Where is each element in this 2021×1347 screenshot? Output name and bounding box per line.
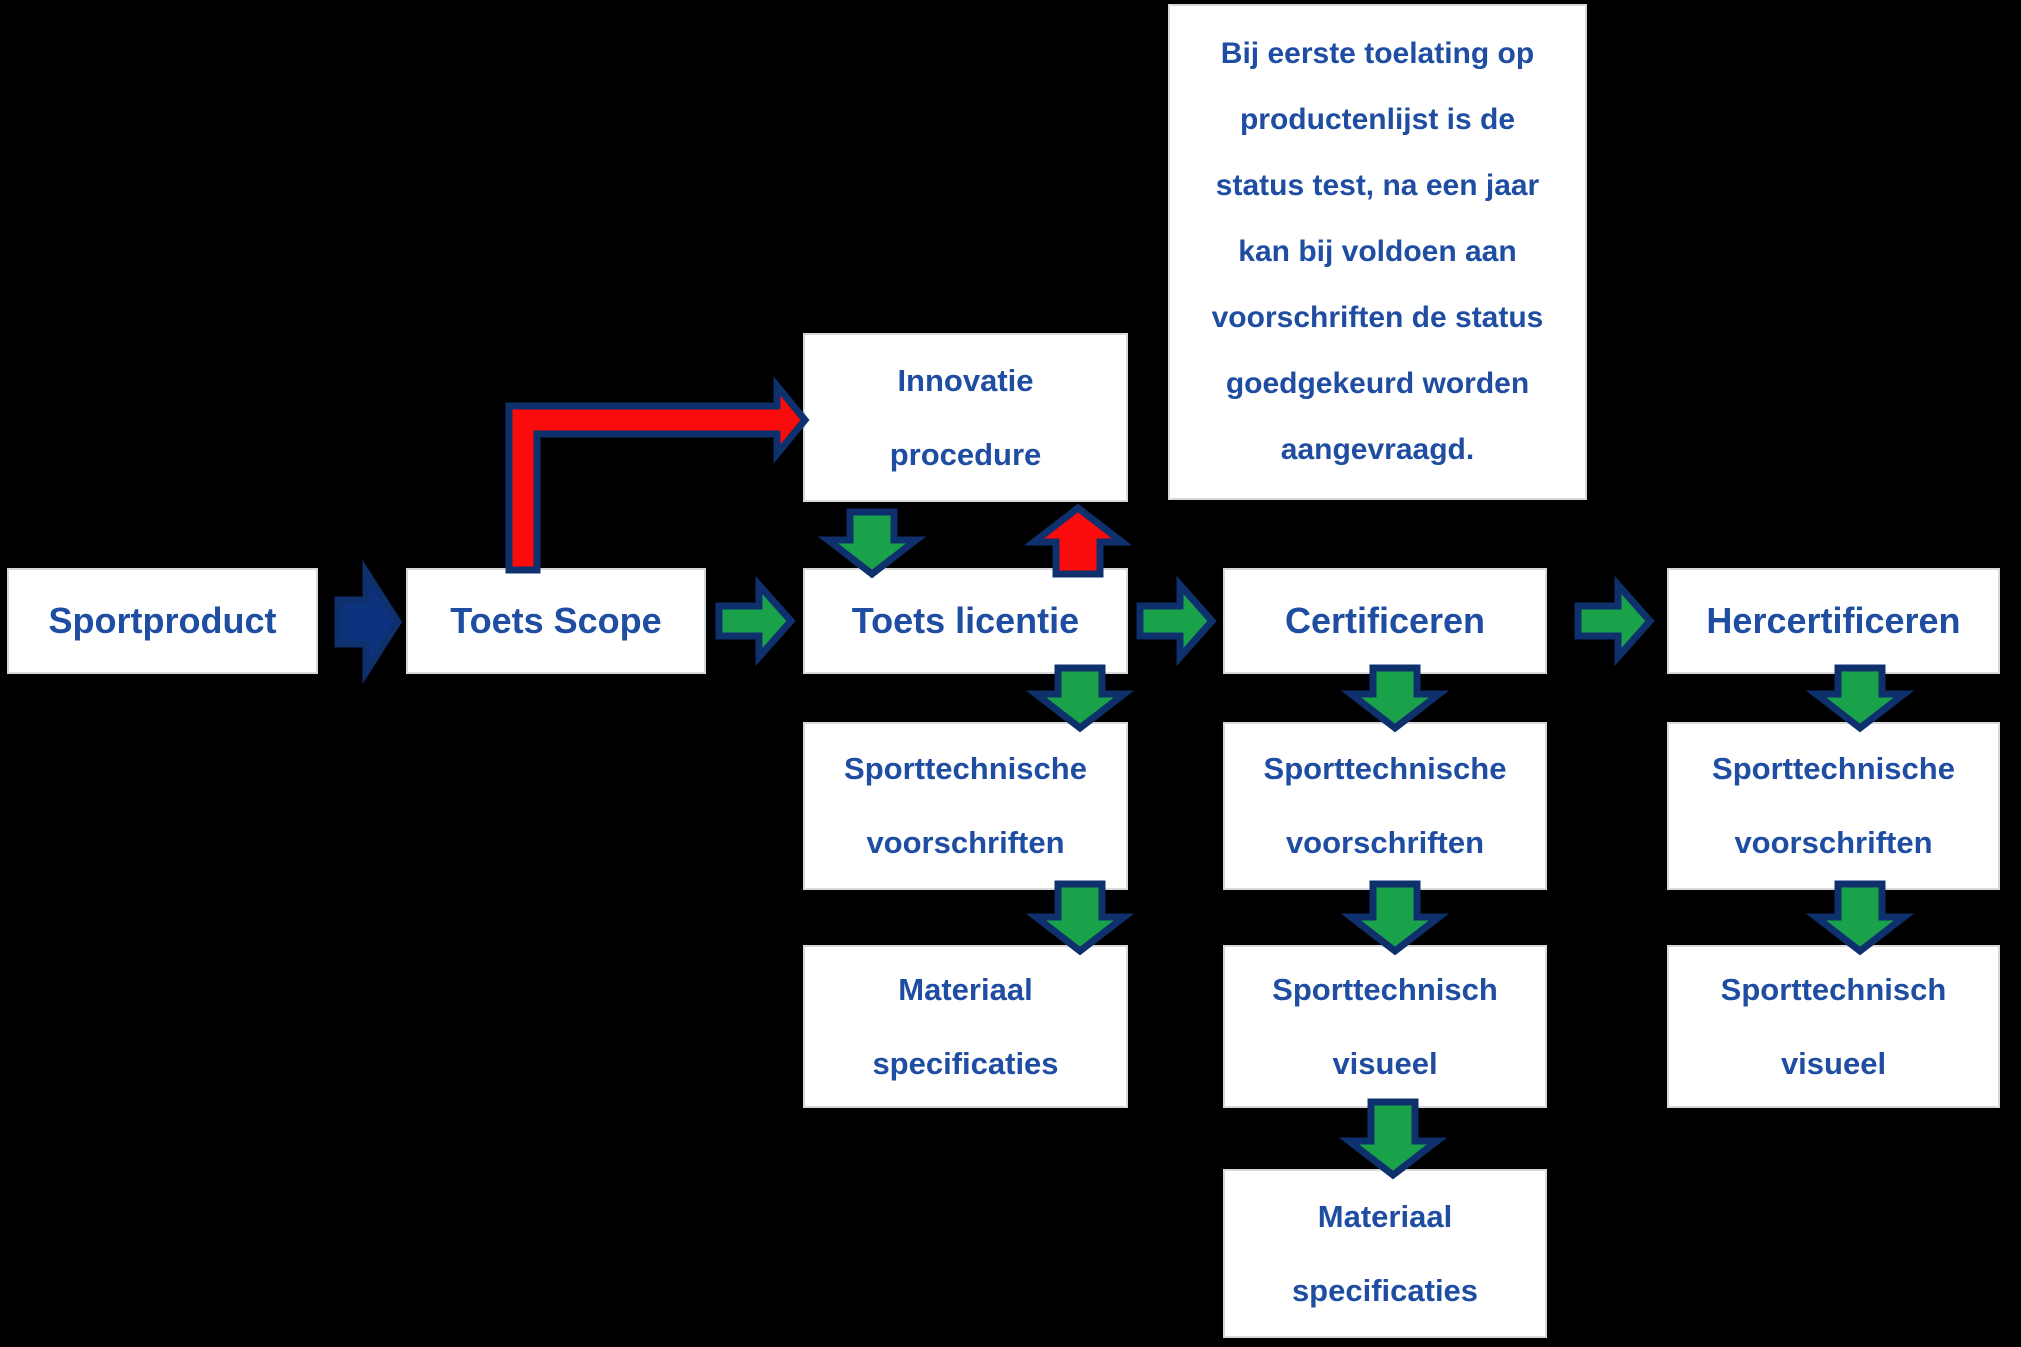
box-sportproduct: Sportproduct <box>7 568 318 674</box>
arrow-certificeren-down <box>1340 664 1450 733</box>
box-sporttechnische-voorschriften-licentie: Sporttechnische voorschriften <box>803 722 1128 890</box>
arrow-toetsscope-to-innovatie-elbow <box>505 376 810 574</box>
arrow-toetsscope-to-toetslicentie <box>715 575 796 667</box>
note-status-test: Bij eerste toelating op productenlijst i… <box>1168 4 1587 500</box>
arrow-visueel-certificeren-down <box>1338 1098 1448 1180</box>
arrow-toetslicentie-to-certificeren <box>1136 575 1217 667</box>
arrow-innovatie-to-toetslicentie <box>817 508 927 579</box>
box-sporttechnisch-visueel-certificeren: Sporttechnisch visueel <box>1223 945 1547 1108</box>
arrow-voorschriften-certificeren-down <box>1340 880 1450 956</box>
arrow-toetslicentie-to-innovatie <box>1023 503 1133 578</box>
arrow-voorschriften-licentie-down <box>1025 880 1135 956</box>
box-sporttechnisch-visueel-hercertificeren: Sporttechnisch visueel <box>1667 945 2000 1108</box>
box-toets-licentie: Toets licentie <box>803 568 1128 674</box>
arrow-sportproduct-to-toetsscope <box>334 560 403 684</box>
box-toets-scope: Toets Scope <box>406 568 706 674</box>
box-innovatie-procedure: Innovatie procedure <box>803 333 1128 502</box>
box-certificeren: Certificeren <box>1223 568 1547 674</box>
box-hercertificeren: Hercertificeren <box>1667 568 2000 674</box>
arrow-toetslicentie-down <box>1025 664 1135 733</box>
box-sporttechnische-voorschriften-hercertificeren: Sporttechnische voorschriften <box>1667 722 2000 890</box>
arrow-voorschriften-hercertificeren-down <box>1805 880 1915 956</box>
arrow-hercertificeren-down <box>1805 664 1915 733</box>
box-sporttechnische-voorschriften-certificeren: Sporttechnische voorschriften <box>1223 722 1547 890</box>
box-materiaal-specificaties-licentie: Materiaal specificaties <box>803 945 1128 1108</box>
box-materiaal-specificaties-certificeren: Materiaal specificaties <box>1223 1169 1547 1338</box>
arrow-certificeren-to-hercertificeren <box>1574 575 1655 667</box>
